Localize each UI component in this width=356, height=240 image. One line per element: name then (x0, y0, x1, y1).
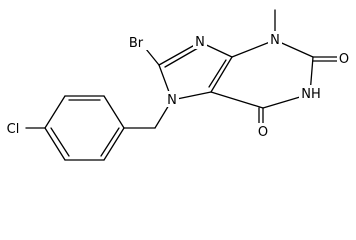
atom-labels: Br N N N NH O O Cl (1, 31, 351, 140)
bond-ar-4-inner (100, 127, 120, 157)
oxygen-6-label: O (258, 125, 268, 140)
bond-ar-6-inner (50, 127, 70, 157)
bond-ar-1 (44, 95, 66, 129)
nitrogen-3-label: N (270, 33, 280, 48)
nitrogen-7-label: N (167, 93, 177, 108)
oxygen-2-label: O (339, 52, 349, 67)
bond-c8-br (145, 48, 160, 66)
bromine-label: Br (129, 36, 144, 51)
chlorine-label: Cl (7, 122, 20, 137)
bond-c8-n9-inner (164, 47, 199, 68)
bond-c4-c5-inner (208, 59, 227, 88)
bond-c4-c5 (210, 56, 233, 93)
nitrogen-9-label: N (195, 35, 205, 50)
nitrogen-1-nh-label: NH (301, 87, 321, 102)
bond-c4-n3 (231, 39, 276, 58)
bond-c6-c5 (210, 91, 264, 109)
bond-ar-6 (44, 127, 66, 161)
molecule-structure: Br N N N NH O O Cl (1, 9, 351, 161)
bond-ar-3 (103, 95, 125, 129)
bond-ar-4 (103, 127, 125, 161)
bonds (25, 9, 341, 161)
